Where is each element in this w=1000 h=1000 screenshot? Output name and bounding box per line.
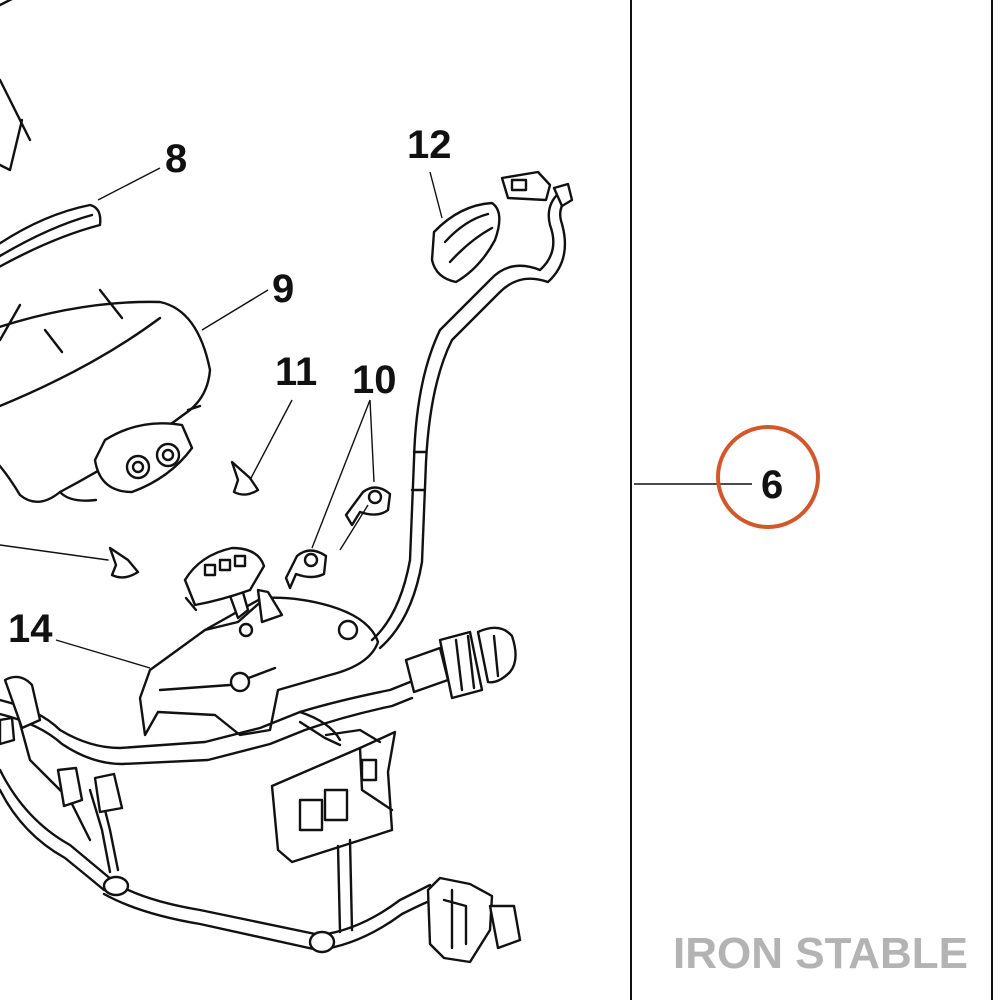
small-connectors — [0, 675, 124, 814]
wire-harness — [0, 190, 572, 954]
callout-14: 14 — [8, 607, 53, 651]
callout-10: 10 — [352, 358, 397, 402]
leader-lines — [55, 167, 752, 669]
watermark: IRON STABLE — [673, 929, 968, 978]
grommets — [284, 486, 392, 590]
callout-12: 12 — [407, 123, 452, 167]
screws — [0, 460, 260, 579]
round-connector — [404, 626, 517, 700]
callout-11: 11 — [275, 350, 317, 394]
harness-connector — [426, 876, 522, 964]
rubber-boot — [430, 201, 501, 284]
callout-6: 6 — [761, 463, 783, 507]
mounting-bracket — [138, 580, 380, 737]
gauge-assembly — [0, 0, 212, 503]
bracket-connector — [183, 546, 266, 612]
relay-module — [270, 720, 397, 864]
sensor-connector — [500, 170, 574, 208]
callout-8: 8 — [165, 137, 187, 181]
callout-6-highlight-circle — [716, 425, 820, 529]
bezel-ring — [0, 203, 102, 268]
callout-9: 9 — [272, 267, 294, 311]
